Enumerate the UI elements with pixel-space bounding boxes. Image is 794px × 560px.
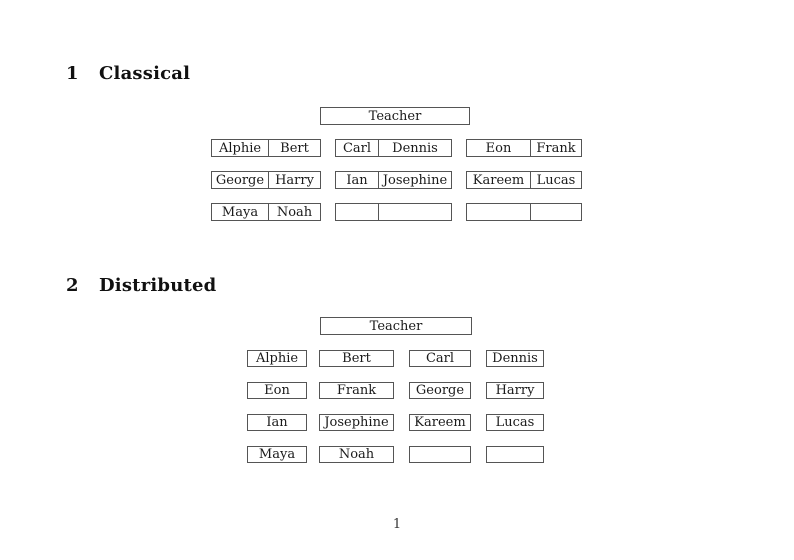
- seat-distributed-r1c4: Dennis: [486, 350, 544, 367]
- teacher-label: Teacher: [368, 108, 422, 124]
- desk-classical-r2c2: Ian Josephine: [335, 171, 452, 189]
- seat-distributed-r4c4-empty: [486, 446, 544, 463]
- seat-distributed-r2c1: Eon: [247, 382, 307, 399]
- seat-cell: Alphie: [212, 140, 269, 156]
- desk-classical-r2c1: George Harry: [211, 171, 321, 189]
- seat-cell: Frank: [536, 140, 576, 156]
- seat-cell: Eon: [467, 140, 531, 156]
- desk-classical-r3c3-empty: [466, 203, 582, 221]
- seat-distributed-r2c2: Frank: [319, 382, 394, 399]
- seat-distributed-r4c2: Noah: [319, 446, 394, 463]
- seat-distributed-r1c3: Carl: [409, 350, 471, 367]
- desk-classical-r3c1: Maya Noah: [211, 203, 321, 221]
- seat-distributed-r3c3: Kareem: [409, 414, 471, 431]
- seat-cell: Bert: [280, 140, 309, 156]
- seat-cell-empty: [531, 204, 581, 220]
- seat-distributed-r2c4: Harry: [486, 382, 544, 399]
- section-2-heading: 2 Distributed: [66, 275, 216, 296]
- seat-distributed-r2c3: George: [409, 382, 471, 399]
- desk-classical-r1c1: Alphie Bert: [211, 139, 321, 157]
- seat-cell: Ian: [336, 172, 379, 188]
- seat-cell: Kareem: [467, 172, 531, 188]
- desk-classical-r3c2-empty: [335, 203, 452, 221]
- seat-cell-empty: [336, 204, 379, 220]
- seat-distributed-r1c2: Bert: [319, 350, 394, 367]
- section-1-heading: 1 Classical: [66, 63, 190, 84]
- teacher-box-distributed: Teacher: [320, 317, 472, 335]
- seat-cell: Josephine: [382, 172, 448, 188]
- page-number: 1: [392, 517, 402, 532]
- seat-cell: Maya: [212, 204, 269, 220]
- teacher-box-classical: Teacher: [320, 107, 470, 125]
- seat-distributed-r3c1: Ian: [247, 414, 307, 431]
- seat-cell: Lucas: [536, 172, 576, 188]
- section-1-number: 1: [66, 63, 79, 84]
- seat-distributed-r3c4: Lucas: [486, 414, 544, 431]
- desk-classical-r2c3: Kareem Lucas: [466, 171, 582, 189]
- seat-cell: Harry: [275, 172, 314, 188]
- section-2-title: Distributed: [99, 275, 217, 296]
- seat-distributed-r4c1: Maya: [247, 446, 307, 463]
- seat-cell: Carl: [336, 140, 379, 156]
- section-1-title: Classical: [99, 63, 191, 84]
- teacher-label: Teacher: [369, 318, 423, 334]
- seat-cell: Dennis: [392, 140, 438, 156]
- section-2-number: 2: [66, 275, 79, 296]
- seat-distributed-r3c2: Josephine: [319, 414, 394, 431]
- seat-cell-empty: [467, 204, 531, 220]
- desk-classical-r1c2: Carl Dennis: [335, 139, 452, 157]
- seat-cell: George: [212, 172, 269, 188]
- desk-classical-r1c3: Eon Frank: [466, 139, 582, 157]
- seat-cell-empty: [379, 204, 451, 220]
- seat-distributed-r4c3-empty: [409, 446, 471, 463]
- seat-distributed-r1c1: Alphie: [247, 350, 307, 367]
- seat-cell: Noah: [276, 204, 313, 220]
